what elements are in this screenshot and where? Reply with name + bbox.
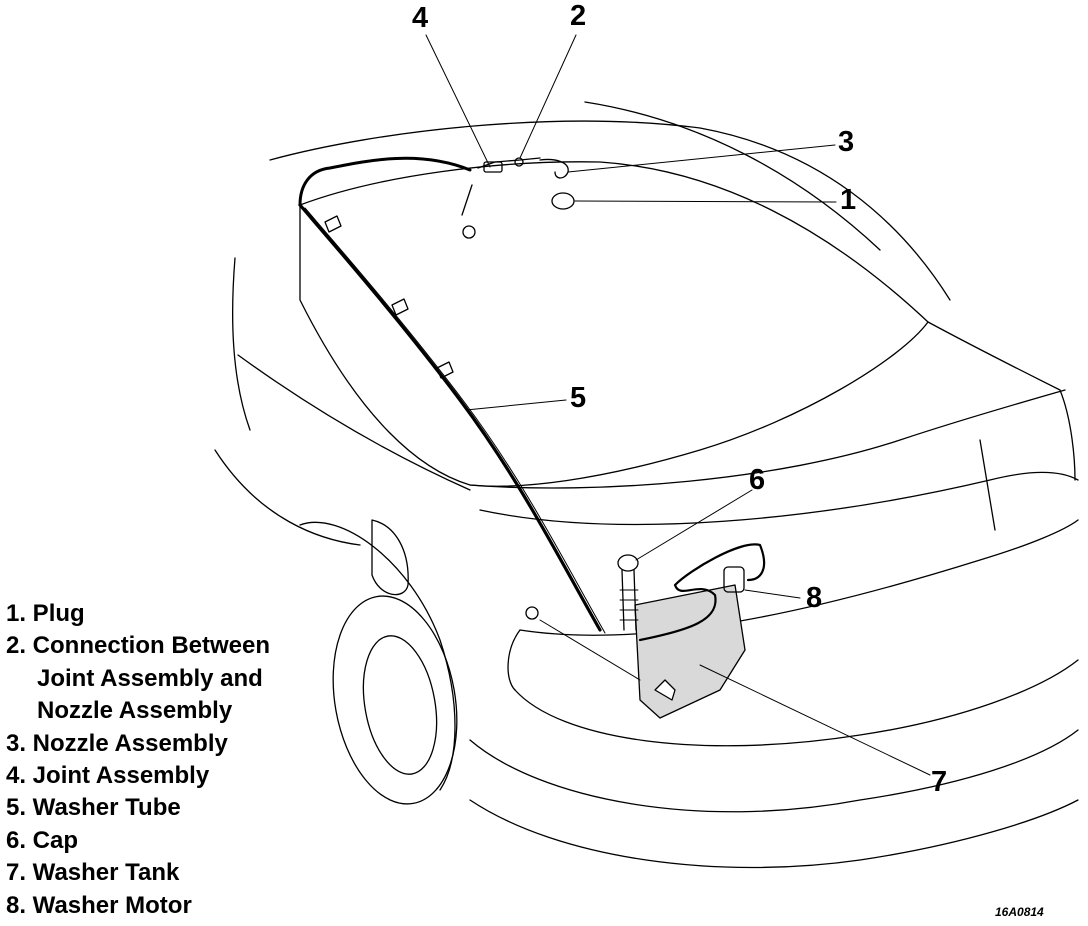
motor-hose	[640, 544, 764, 640]
tire-inner	[353, 630, 446, 780]
callout-6: 6	[749, 464, 766, 496]
callout-7: 7	[931, 766, 948, 798]
washer-tube	[300, 205, 600, 630]
side-lower	[215, 450, 360, 545]
bumper-top	[520, 520, 1078, 635]
plug	[552, 193, 574, 209]
legend-item-connection-line3: Nozzle Assembly	[37, 697, 233, 725]
wheel-arch	[300, 522, 455, 790]
washer-tank	[635, 585, 745, 718]
mount-nut	[526, 607, 538, 619]
legend-item-connection-line2: Joint Assembly and	[37, 664, 263, 692]
callout-1: 1	[840, 184, 857, 216]
roof-tube	[300, 158, 470, 205]
joint-pipe	[462, 185, 472, 215]
bumper-lower	[470, 730, 1078, 812]
tube-clip-a	[325, 216, 341, 232]
bumper-end	[508, 630, 520, 690]
legend-item-washer-tube: 5. Washer Tube	[6, 794, 181, 822]
legend-item-nozzle: 3. Nozzle Assembly	[6, 729, 228, 757]
tube-clip-b	[392, 299, 408, 315]
bumper-bottom	[470, 800, 1078, 868]
callout-4: 4	[412, 2, 429, 34]
callout-8: 8	[806, 582, 823, 614]
joint-body	[484, 162, 502, 172]
legend-item-washer-tank: 7. Washer Tank	[6, 859, 180, 887]
rear-window-outline	[300, 162, 928, 486]
side-panel	[238, 355, 470, 490]
legend-item-cap: 6. Cap	[6, 826, 79, 854]
washer-motor	[724, 567, 744, 592]
callout-2: 2	[570, 0, 587, 32]
bumper-face	[515, 660, 1078, 746]
tire	[318, 586, 473, 814]
joint-assembly	[478, 158, 540, 168]
rear-pillar	[233, 258, 250, 430]
callout-3: 3	[838, 126, 855, 158]
connection-point	[515, 158, 523, 166]
cap	[618, 555, 638, 571]
fuel-door	[372, 520, 408, 595]
legend-item-plug: 1. Plug	[6, 600, 85, 627]
tube-clip-c	[437, 362, 453, 378]
parts-legend: 1. Plug 2. Connection Between Joint Asse…	[6, 598, 270, 922]
roof-top-curve	[585, 102, 880, 250]
roof-line	[270, 121, 950, 300]
joint-nut	[463, 226, 475, 238]
legend-item-joint: 4. Joint Assembly	[6, 762, 210, 790]
callout-5: 5	[570, 382, 587, 414]
trunk-rear-face	[480, 473, 1078, 525]
figure-code: 16A0814	[995, 905, 1044, 919]
trunk-right	[980, 440, 995, 530]
legend-item-washer-motor: 8. Washer Motor	[6, 891, 192, 919]
legend-item-connection: 2. Connection Between	[6, 632, 271, 660]
trunk-edge	[928, 322, 1075, 480]
trunk-lid	[470, 390, 1065, 488]
